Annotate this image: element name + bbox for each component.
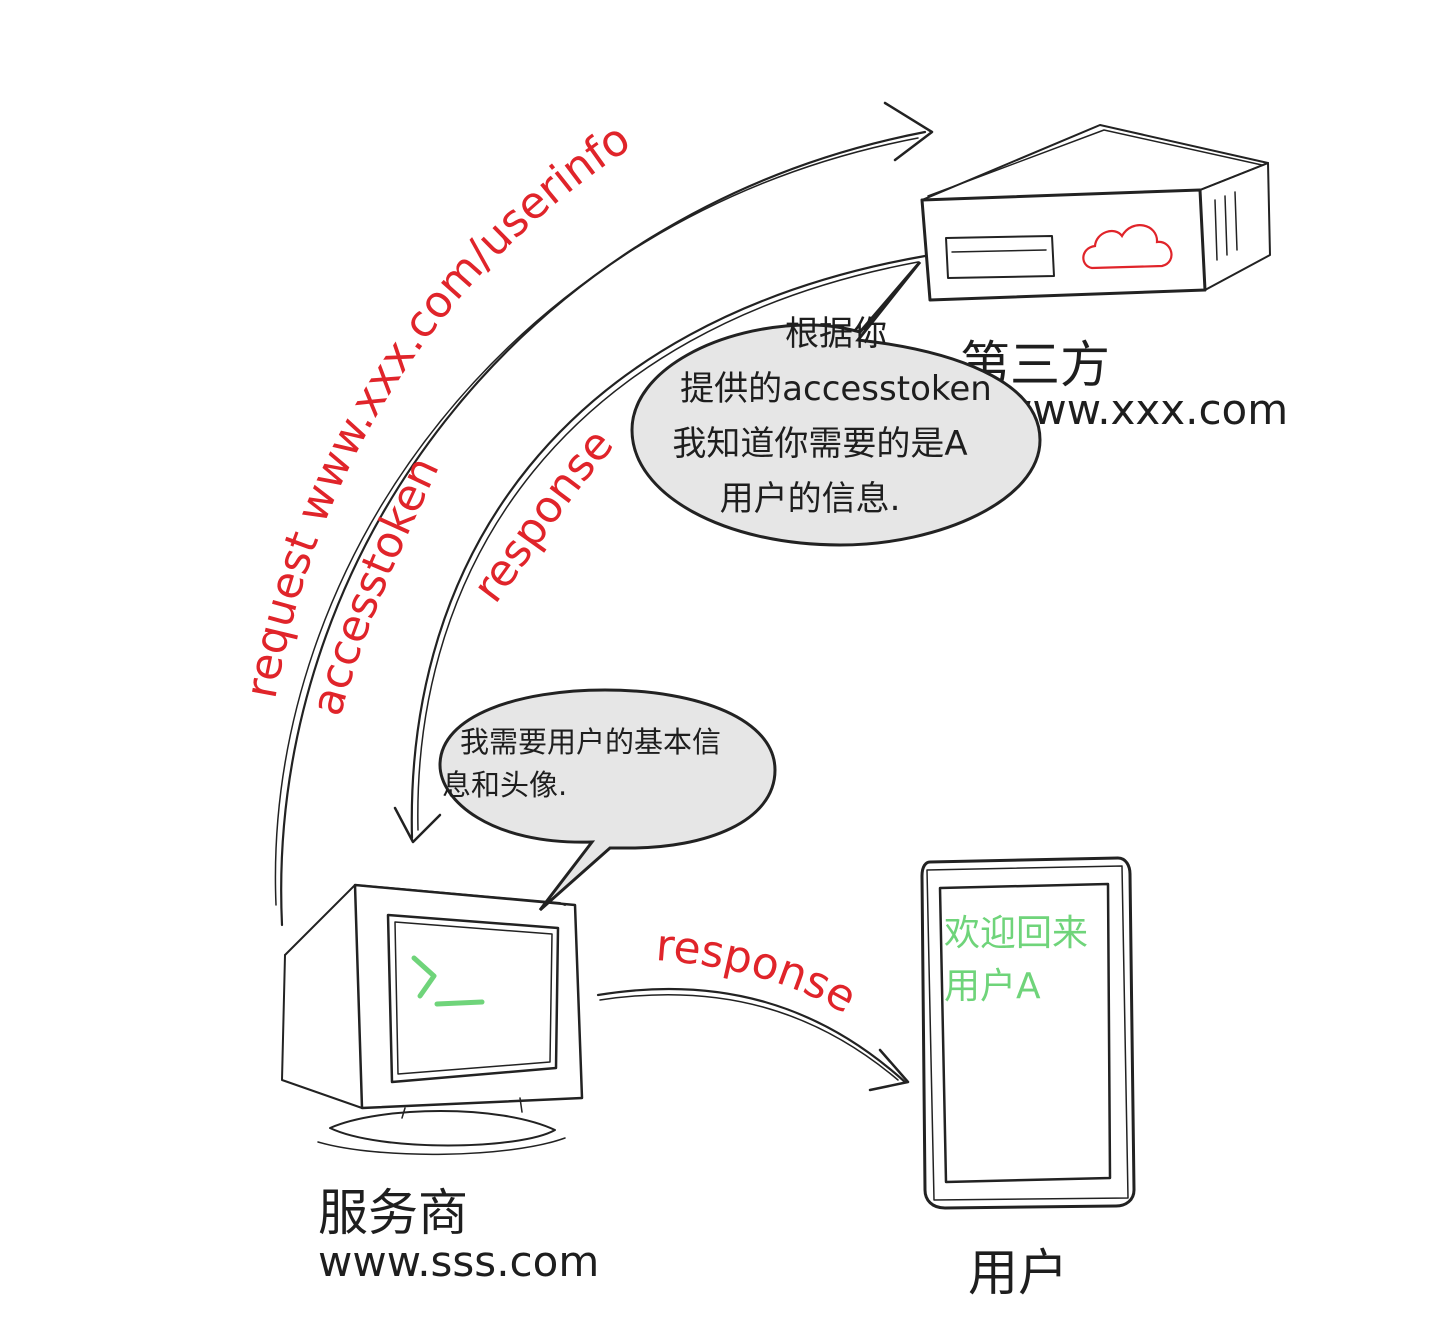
- provider-need-bubble: 我需要用户的基本信 息和头像.: [438, 688, 777, 912]
- server-reply-bubble: 根据你 提供的accesstoken 我知道你需要的是A 用户的信息.: [630, 261, 1042, 547]
- server-reply-line-3: 我知道你需要的是A: [672, 424, 967, 464]
- server-reply-line-2: 提供的accesstoken: [680, 369, 992, 409]
- cloud-icon: [1082, 224, 1173, 270]
- server-icon: [920, 124, 1271, 302]
- computer-icon: [281, 883, 584, 1156]
- server-reply-line-4: 用户的信息.: [720, 479, 901, 519]
- provider-need-line-2: 息和头像.: [442, 768, 567, 802]
- response-label-server: response: [463, 419, 623, 612]
- phone-welcome-line-2: 用户A: [944, 966, 1041, 1007]
- server-reply-line-1: 根据你: [785, 314, 887, 354]
- response-arrow-user: [596, 987, 910, 1092]
- third-party-url: www.xxx.com: [998, 385, 1288, 434]
- request-url-label: request www.xxx.com/userinfo: [236, 113, 640, 702]
- response-label-user: response: [654, 920, 865, 1024]
- terminal-prompt-icon: [411, 955, 485, 1007]
- provider-name: 服务商: [318, 1184, 468, 1242]
- user-name: 用户: [968, 1244, 1068, 1302]
- phone-welcome-line-1: 欢迎回来: [944, 913, 1088, 954]
- response-arrow-server: [393, 254, 927, 844]
- provider-url: www.sss.com: [318, 1237, 599, 1286]
- phone-icon: 欢迎回来 用户A: [920, 856, 1136, 1210]
- provider-need-line-1: 我需要用户的基本信: [460, 725, 721, 759]
- request-arrow: [274, 101, 934, 927]
